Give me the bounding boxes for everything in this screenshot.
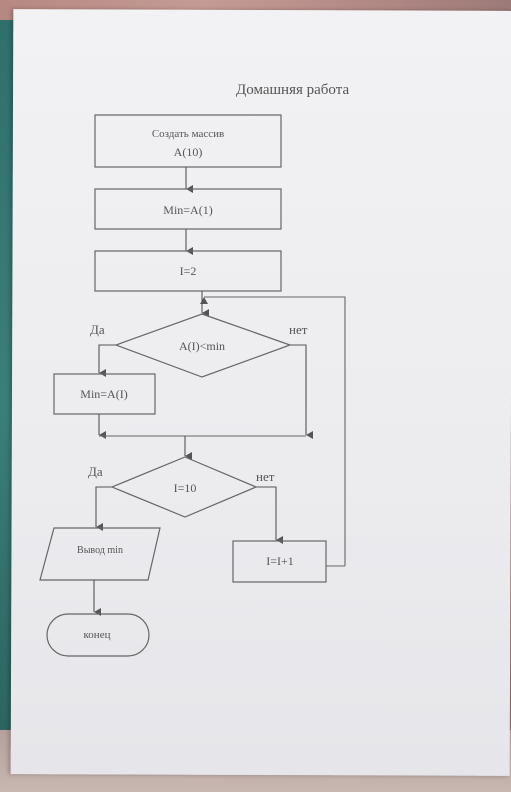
create-array-size: A(10) <box>174 145 203 159</box>
assign-min-block <box>53 373 156 415</box>
init-i-block <box>94 250 282 292</box>
page-title: Домашняя работа <box>236 82 349 98</box>
yes-label-1: Да <box>90 322 105 337</box>
increment-text: I=I+1 <box>266 554 294 568</box>
decision-a-less-min-text: A(I)<min <box>179 339 225 353</box>
decision-i-equals-10-text: I=10 <box>174 481 197 495</box>
loop-back-line <box>200 296 346 566</box>
decision-a-less-min <box>114 313 292 378</box>
assign-min-text: Min=A(I) <box>80 387 127 401</box>
yes-branch-line-2 <box>95 486 112 531</box>
end-terminator <box>46 613 150 657</box>
init-min-text: Min=A(1) <box>163 203 212 217</box>
end-text: конец <box>84 629 111 641</box>
output-block <box>39 527 161 581</box>
no-label-2: нет <box>256 469 275 484</box>
output-text: Вывод min <box>77 545 123 556</box>
no-label-1: нет <box>289 322 308 337</box>
create-array-block <box>94 114 282 168</box>
no-branch-line-1 <box>290 344 313 439</box>
yes-branch-line-1 <box>98 344 116 377</box>
init-min-block <box>94 188 282 230</box>
yes-label-2: Да <box>88 464 103 479</box>
increment-block <box>232 540 327 583</box>
init-i-text: I=2 <box>180 264 197 278</box>
decision-i-equals-10 <box>110 456 258 518</box>
create-array-text: Создать массив <box>152 128 224 140</box>
no-branch-line-2 <box>256 486 283 544</box>
